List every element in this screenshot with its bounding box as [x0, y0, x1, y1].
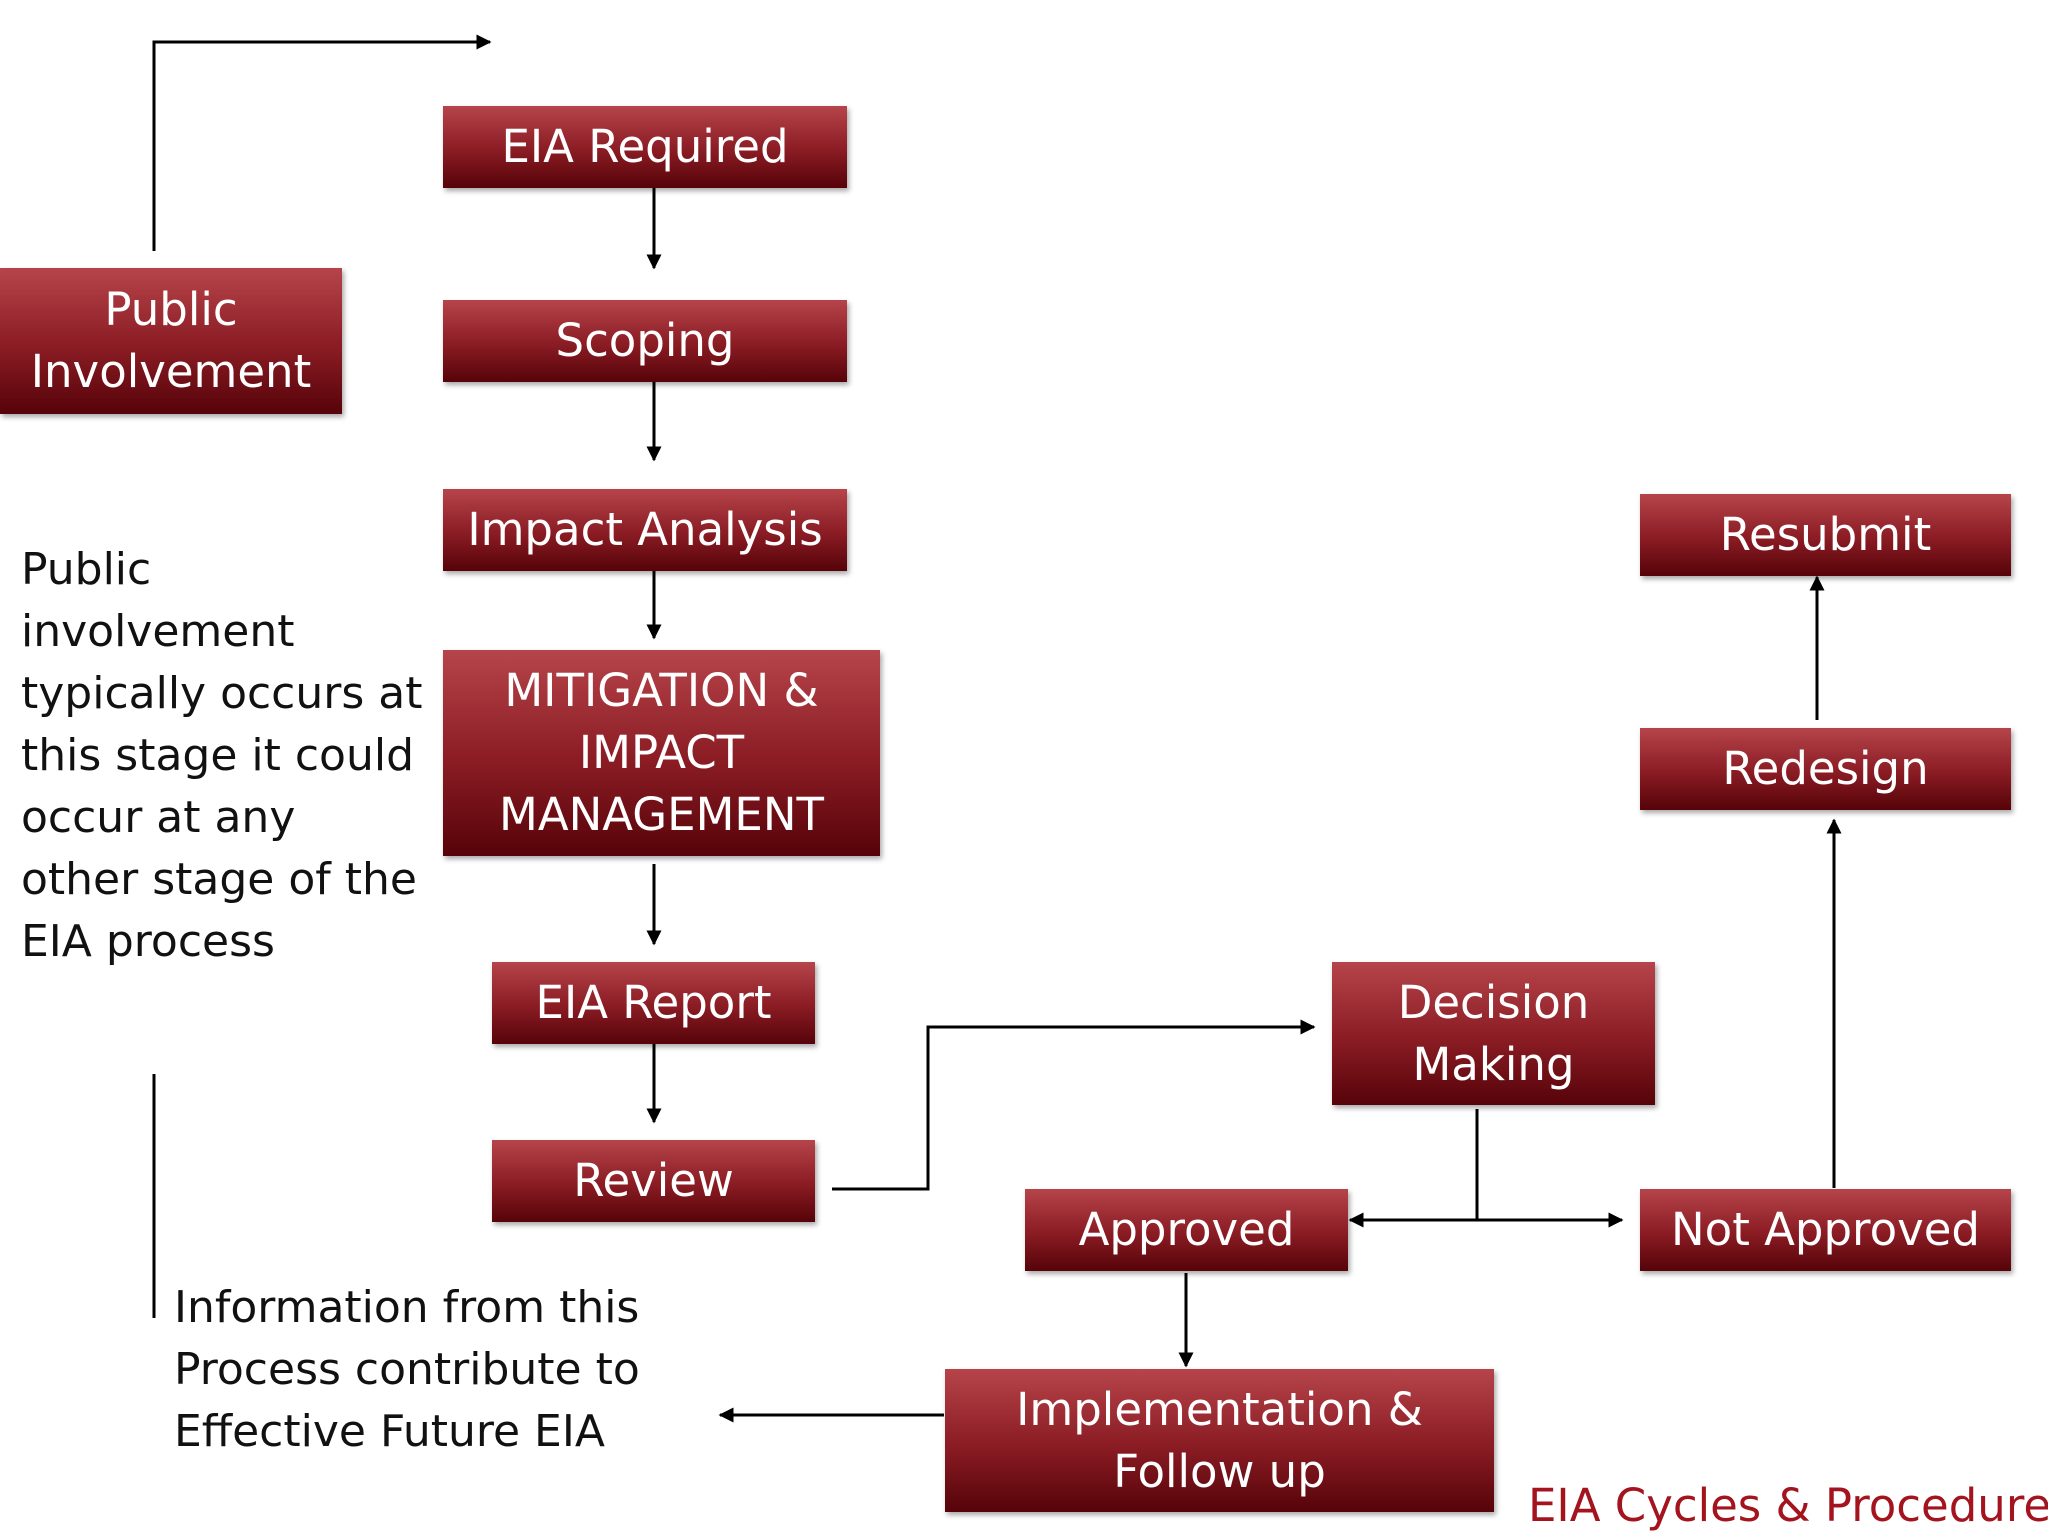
arrow-review-to-decision-making: [832, 1019, 1316, 1191]
approved-box: Approved: [1025, 1189, 1348, 1271]
resubmit-box: Resubmit: [1640, 494, 2011, 576]
eia-report-box: EIA Report: [492, 962, 815, 1044]
arrow-public-involvement-to-top: [152, 34, 492, 251]
impact-analysis-box: Impact Analysis: [443, 489, 847, 571]
mitigation-box: MITIGATION & IMPACT MANAGEMENT: [443, 650, 880, 856]
eia-required-box: EIA Required: [443, 106, 847, 188]
decision-making-box: Decision Making: [1332, 962, 1655, 1105]
public-involvement-box: Public Involvement: [0, 268, 342, 414]
scoping-box: Scoping: [443, 300, 847, 382]
diagram-caption: EIA Cycles & Procedures: [1528, 1479, 2048, 1532]
not-approved-box: Not Approved: [1640, 1189, 2011, 1271]
implementation-box: Implementation & Follow up: [945, 1369, 1494, 1512]
review-box: Review: [492, 1140, 815, 1222]
information-note: Information from this Process contribute…: [174, 1282, 640, 1457]
public-involvement-note: Public involvement typically occurs at t…: [21, 544, 423, 967]
redesign-box: Redesign: [1640, 728, 2011, 810]
